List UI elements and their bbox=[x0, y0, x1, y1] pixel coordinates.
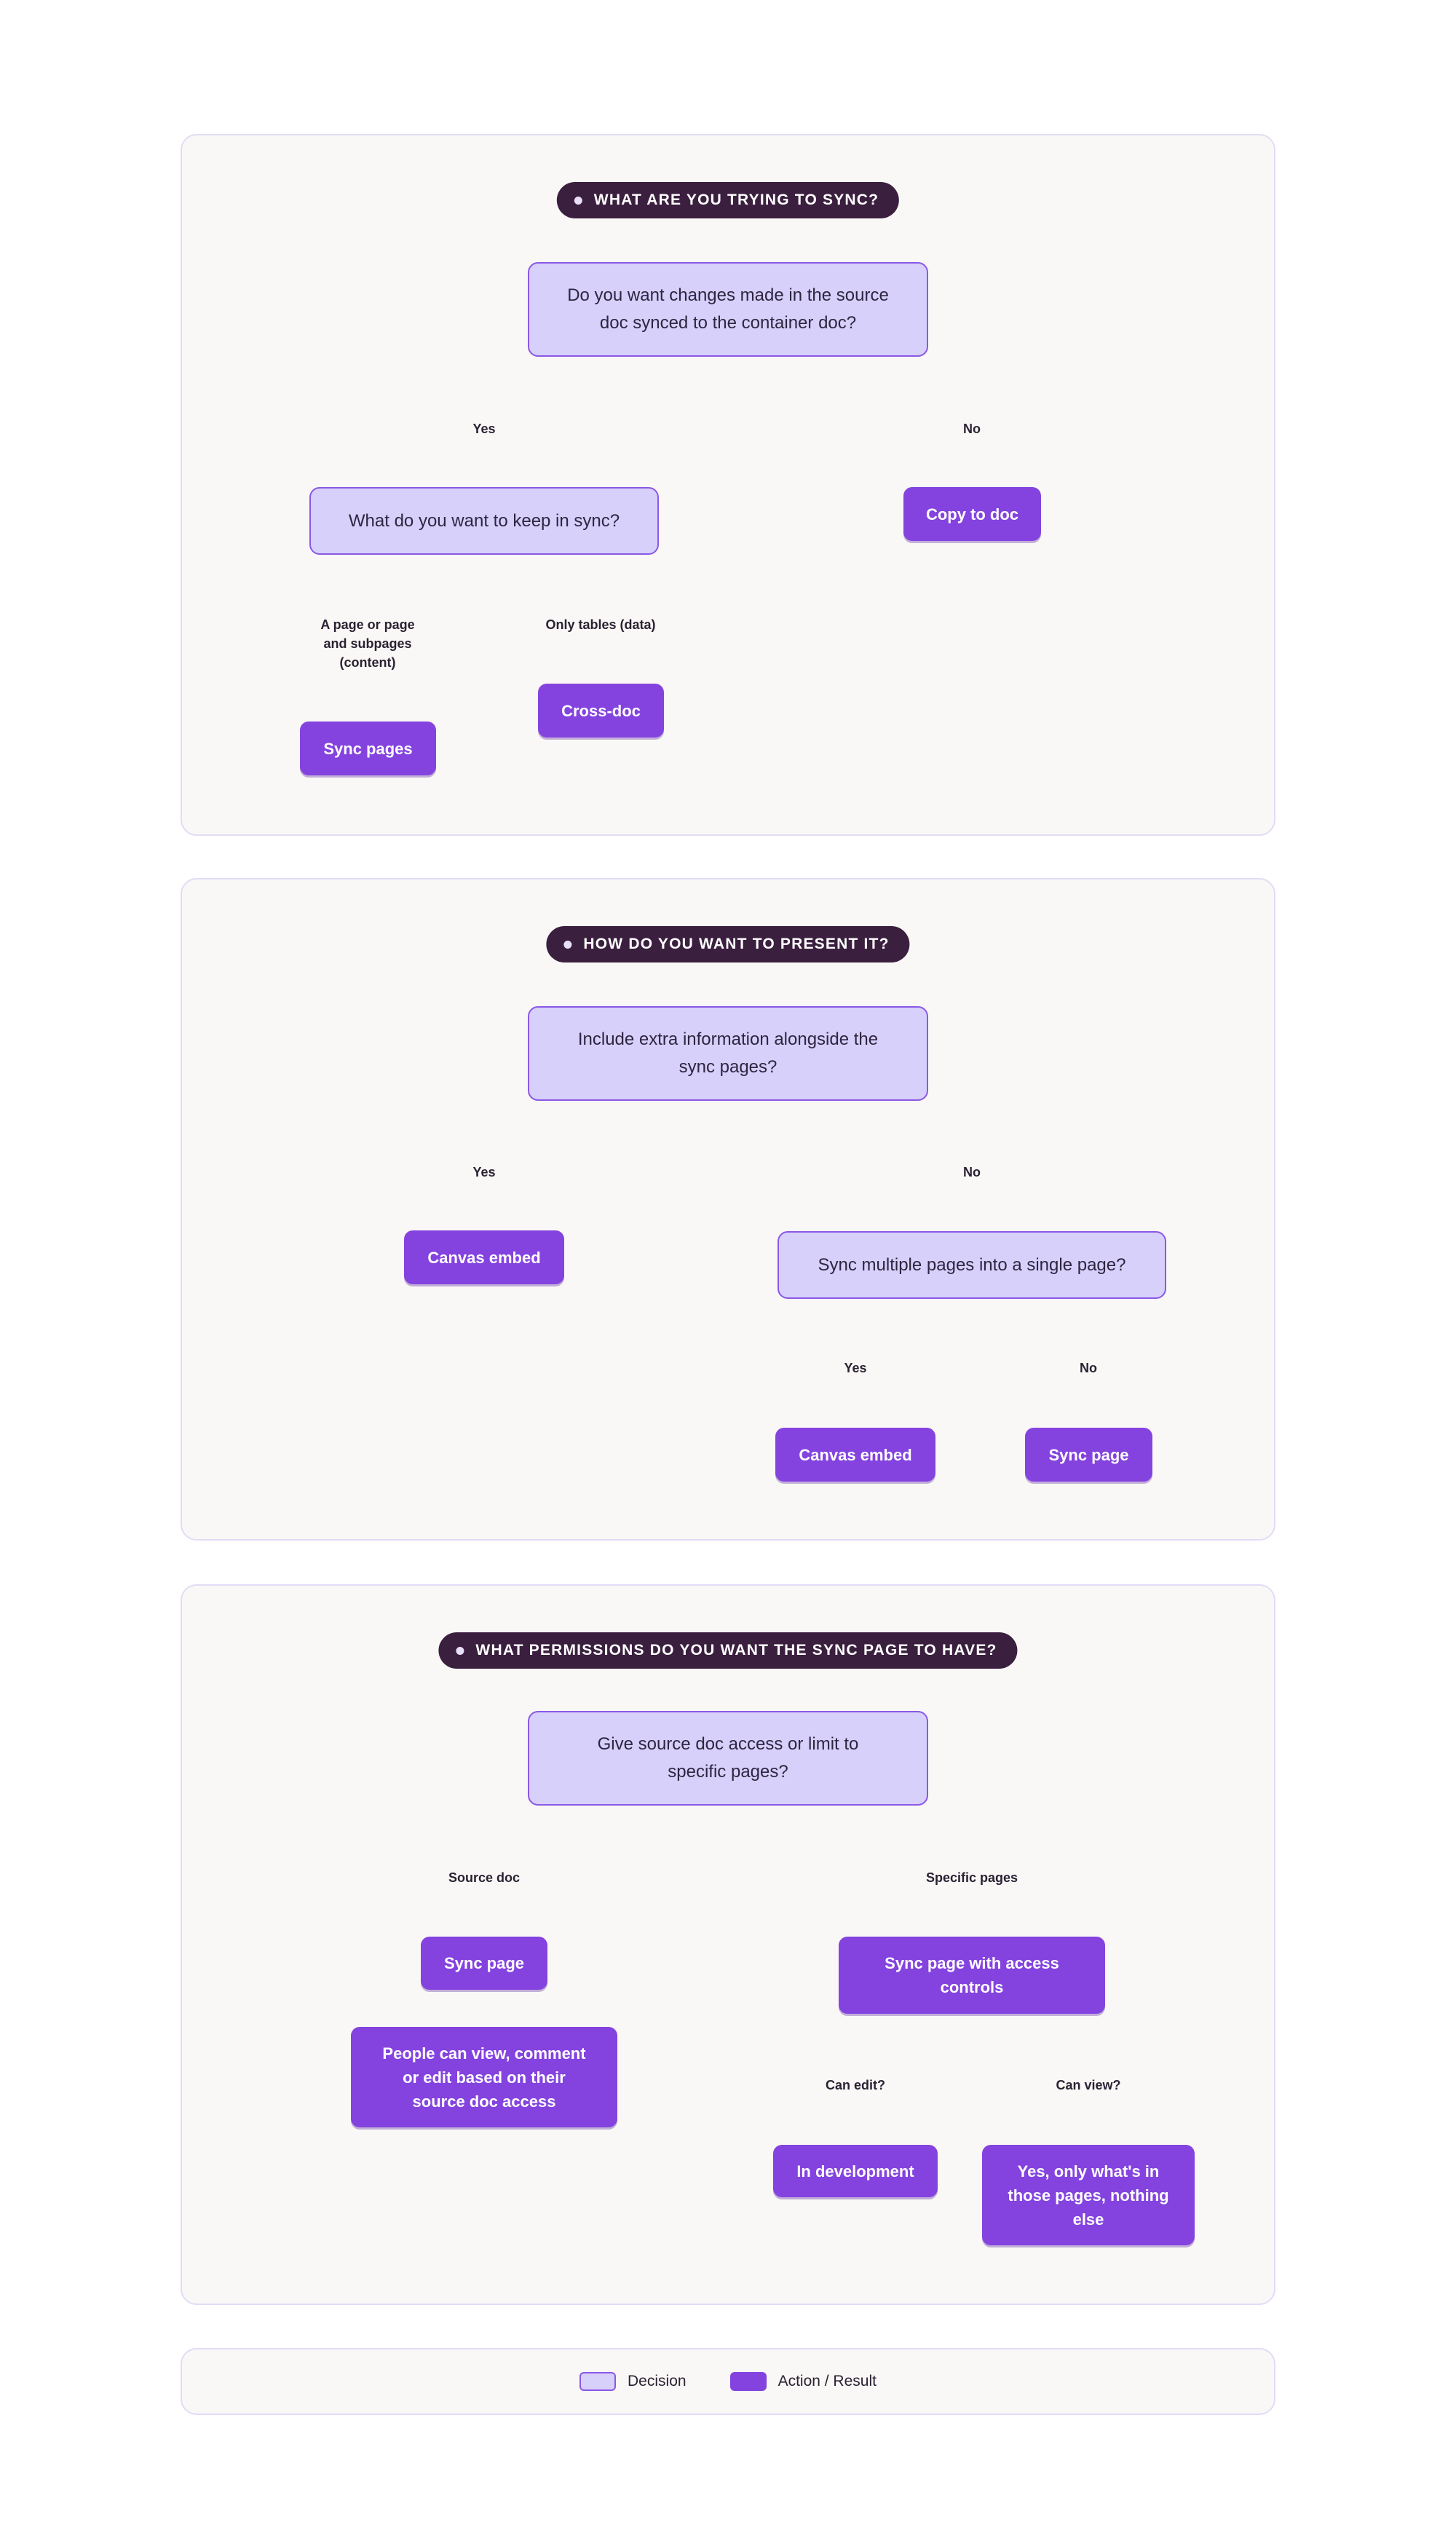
label-s3-can-view: Can view? bbox=[1056, 2078, 1121, 2092]
legend-decision: Decision bbox=[579, 2372, 687, 2391]
action-sync-page-source: Sync page bbox=[421, 1937, 547, 1990]
decision-multiple-pages: Sync multiple pages into a single page? bbox=[778, 1231, 1166, 1299]
action-copy-to-doc: Copy to doc bbox=[903, 487, 1041, 541]
decision-source-access: Give source doc access or limit to speci… bbox=[528, 1711, 928, 1806]
label-s3-specific-pages: Specific pages bbox=[925, 1870, 1018, 1885]
label-s1-page-content: A page or page and subpages (content) bbox=[320, 617, 415, 670]
decision-sync-changes: Do you want changes made in the source d… bbox=[528, 262, 928, 357]
label-s1-yes: Yes bbox=[472, 422, 496, 436]
section-1-heading-text: WHAT ARE YOU TRYING TO SYNC? bbox=[593, 191, 879, 208]
decision-extra-info: Include extra information alongside the … bbox=[528, 1006, 928, 1101]
legend: Decision Action / Result bbox=[181, 2348, 1275, 2415]
label-s3-source-doc: Source doc bbox=[448, 1870, 521, 1885]
action-canvas-embed: Canvas embed bbox=[404, 1230, 564, 1284]
decision-swatch bbox=[579, 2372, 617, 2391]
result-in-development: In development bbox=[773, 2145, 938, 2197]
legend-action-label: Action / Result bbox=[778, 2373, 877, 2389]
section-2-heading: HOW DO YOU WANT TO PRESENT IT? bbox=[546, 926, 910, 962]
section-sync-type bbox=[181, 134, 1275, 836]
action-sync-page-single: Sync page bbox=[1025, 1428, 1152, 1482]
label-s2-sub-yes: Yes bbox=[844, 1361, 867, 1375]
label-s2-sub-no: No bbox=[1080, 1361, 1097, 1375]
label-s2-no: No bbox=[963, 1165, 981, 1179]
legend-decision-label: Decision bbox=[628, 2373, 687, 2389]
section-1-heading: WHAT ARE YOU TRYING TO SYNC? bbox=[556, 182, 900, 218]
section-2-heading-text: HOW DO YOU WANT TO PRESENT IT? bbox=[583, 936, 890, 952]
legend-action: Action / Result bbox=[729, 2372, 877, 2391]
section-3-heading: WHAT PERMISSIONS DO YOU WANT THE SYNC PA… bbox=[438, 1632, 1018, 1669]
label-s1-no: No bbox=[963, 422, 981, 436]
bullet-icon bbox=[563, 940, 572, 949]
action-cross-doc: Cross-doc bbox=[538, 684, 664, 738]
action-swatch bbox=[729, 2372, 767, 2391]
result-view-only-pages: Yes, only what's in those pages, nothing… bbox=[982, 2145, 1195, 2245]
label-s3-can-edit: Can edit? bbox=[825, 2078, 886, 2092]
bullet-icon bbox=[456, 1646, 464, 1655]
action-sync-pages: Sync pages bbox=[300, 722, 436, 775]
bullet-icon bbox=[574, 196, 582, 205]
label-s1-tables: Only tables (data) bbox=[545, 617, 656, 632]
action-canvas-embed-multi: Canvas embed bbox=[775, 1428, 935, 1482]
section-3-heading-text: WHAT PERMISSIONS DO YOU WANT THE SYNC PA… bbox=[475, 1642, 997, 1659]
action-sync-page-access-controls: Sync page with access controls bbox=[839, 1937, 1105, 2014]
result-source-doc-access: People can view, comment or edit based o… bbox=[351, 2027, 617, 2127]
decision-keep-in-sync: What do you want to keep in sync? bbox=[309, 487, 659, 555]
label-s2-yes: Yes bbox=[472, 1165, 496, 1179]
